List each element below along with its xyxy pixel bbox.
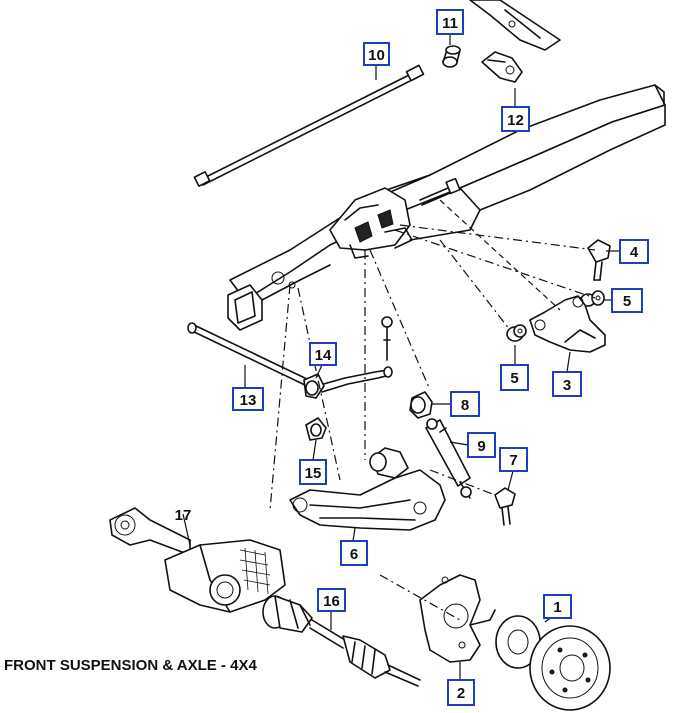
svg-text:10: 10: [368, 47, 385, 64]
assembly-center-lines: [269, 199, 596, 621]
callout-12: 12: [501, 106, 530, 132]
svg-text:17: 17: [175, 507, 192, 524]
callout-2: 2: [447, 679, 475, 706]
ball-joint-7: [494, 487, 516, 526]
svg-text:8: 8: [461, 397, 469, 414]
svg-text:14: 14: [315, 347, 332, 364]
hub-rotor: [495, 615, 611, 711]
stabilizer-bar: [187, 322, 393, 393]
svg-text:6: 6: [350, 546, 358, 563]
callout-9: 9: [467, 432, 496, 458]
callout-8: 8: [450, 391, 480, 417]
bushing-5-lower: [506, 324, 527, 342]
bushing-5-upper: [580, 290, 605, 307]
svg-text:4: 4: [630, 244, 639, 261]
diagram-title: FRONT SUSPENSION & AXLE - 4X4: [4, 657, 257, 674]
callout-14: 14: [309, 342, 337, 366]
bushing-11: [442, 45, 461, 68]
svg-text:2: 2: [457, 685, 465, 702]
svg-text:5: 5: [623, 293, 631, 310]
svg-text:12: 12: [507, 112, 524, 129]
callout-3: 3: [552, 371, 582, 397]
ball-joint-4: [587, 239, 611, 281]
cv-axle-shaft: [262, 595, 421, 687]
callout-5-lower: 5: [500, 364, 529, 391]
callout-1: 1: [543, 594, 572, 619]
upper-control-arm-bracket: [329, 177, 461, 259]
strut-rod: [193, 64, 425, 187]
svg-text:3: 3: [563, 377, 571, 394]
callout-10: 10: [363, 42, 390, 66]
svg-text:5: 5: [510, 370, 518, 387]
svg-text:11: 11: [442, 15, 458, 32]
callout-15: 15: [299, 459, 327, 485]
svg-text:9: 9: [477, 438, 485, 455]
stabilizer-link: [381, 316, 393, 361]
callout-4: 4: [619, 239, 649, 264]
callout-11: 11: [436, 9, 464, 35]
svg-text:16: 16: [323, 593, 340, 610]
steering-knuckle: [419, 574, 496, 663]
upper-control-arm: [529, 295, 606, 353]
clamp-15: [305, 417, 327, 441]
frame-rail: [227, 0, 666, 331]
callout-16: 16: [317, 588, 346, 612]
shock-absorber: [425, 418, 472, 499]
svg-text:13: 13: [240, 392, 257, 409]
callout-6: 6: [340, 540, 368, 566]
stabilizer-bushing: [303, 373, 325, 399]
callout-5-upper: 5: [611, 288, 643, 313]
callout-7: 7: [499, 447, 528, 472]
svg-text:1: 1: [553, 599, 561, 616]
bracket-12: [481, 51, 523, 83]
front-differential: [109, 507, 286, 613]
callout-13: 13: [232, 387, 264, 411]
svg-text:7: 7: [509, 452, 517, 469]
bushing-8: [409, 391, 433, 419]
callout-leaders: [182, 34, 620, 680]
callout-17: 17: [175, 507, 192, 524]
lower-control-arm: [289, 447, 446, 531]
svg-text:15: 15: [305, 465, 322, 482]
